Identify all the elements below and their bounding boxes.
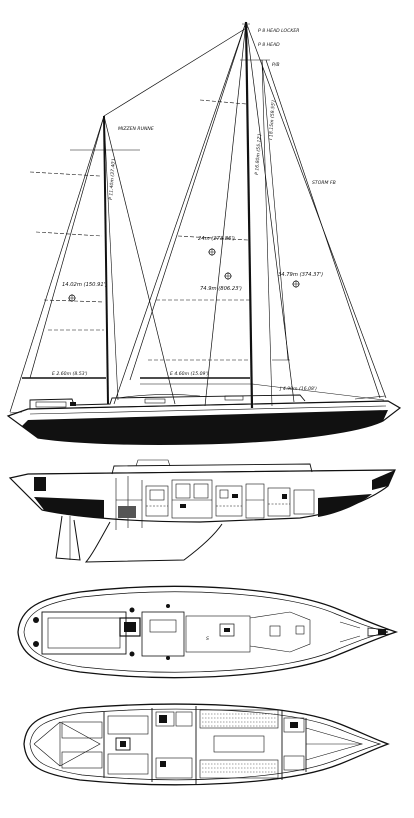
- deck-winch: [70, 402, 76, 406]
- main-rig: P 8 HEAD LOCKER P 8 HEAD P/B P 16.80m (5…: [113, 21, 387, 409]
- main-mast: [244, 21, 254, 409]
- main-foot-label: E 4.60m (15.09'): [170, 371, 209, 377]
- deck-overhead-label: S: [206, 636, 209, 642]
- deck-plan: S: [17, 585, 399, 679]
- mizzen-dim-label: P 11.40m (37.40'): [108, 158, 117, 200]
- storm-label: STORM FB: [312, 180, 336, 186]
- mizzen-foot-label: E 2.60m (8.53'): [52, 371, 88, 377]
- main-luff2-label: I 18.15m (59.55'): [268, 100, 277, 140]
- main-luff-label: P 16.80m (55.12'): [254, 133, 263, 175]
- accommodation-settees: [199, 709, 279, 779]
- deck-house: [9, 394, 386, 414]
- main-head-label-2: P 8 HEAD: [258, 42, 280, 48]
- inboard-stern-dark: [34, 477, 46, 491]
- storm-area-label: 34.79m (374.37'): [278, 272, 323, 278]
- hull-dark-band: [22, 410, 388, 445]
- inboard-keel: [84, 521, 223, 563]
- masthead-note: P/B: [272, 62, 279, 68]
- deck-hatch-aft: [119, 617, 141, 637]
- mizzen-head-label: MIZZEN RUNNE: [118, 126, 154, 132]
- inboard-engine: [118, 506, 136, 518]
- inboard-profile: [8, 459, 396, 563]
- inboard-interior: [115, 476, 315, 530]
- mizzen-mast: [103, 115, 109, 405]
- sail-plan: MIZZEN RUNNE P 11.40m (37.40') 14.02m (1…: [6, 21, 402, 445]
- fore-foot-label: J 4.90m (16.08'): [279, 386, 317, 392]
- inboard-bow-dark: [372, 470, 395, 490]
- hull-profile: [6, 400, 402, 445]
- inboard-rudder: [55, 515, 81, 561]
- inboard-fore-dark: [318, 494, 372, 517]
- inboard-aft-dark: [34, 497, 104, 518]
- genoa-area-label: 74.9m (806.23'): [200, 286, 242, 292]
- mizzen-rig: MIZZEN RUNNE P 11.40m (37.40') 14.02m (1…: [9, 26, 249, 413]
- mizzen-area-label: 14.02m (150.91'): [62, 282, 107, 288]
- accommodation-plan: [23, 703, 390, 786]
- accommodation-galley: [115, 737, 131, 751]
- main-head-label-1: P 8 HEAD LOCKER: [258, 28, 299, 34]
- main-area-label: 24m (273.86'): [198, 236, 235, 242]
